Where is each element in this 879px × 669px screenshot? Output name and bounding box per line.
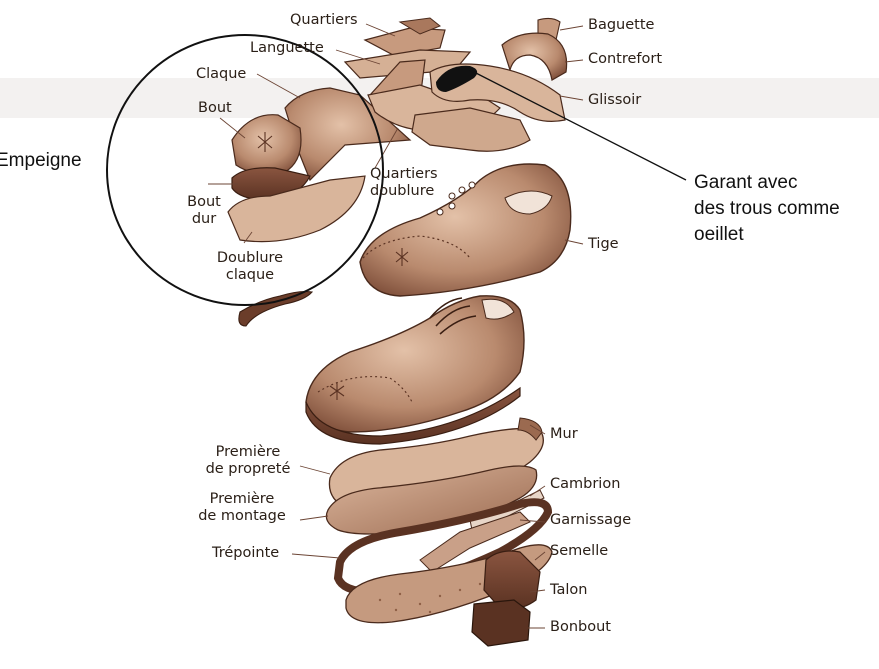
label-mur: Mur — [550, 426, 578, 443]
label-semelle: Semelle — [550, 543, 608, 560]
label-claque: Claque — [196, 66, 246, 83]
label-quartiers-doublure: Quartiers doublure — [370, 166, 438, 200]
label-garnissage: Garnissage — [550, 512, 631, 529]
label-glissoir: Glissoir — [588, 92, 641, 109]
label-talon: Talon — [550, 582, 587, 599]
label-quartiers: Quartiers — [290, 12, 358, 29]
label-premiere-proprete: Première de propreté — [196, 444, 300, 478]
label-bonbout: Bonbout — [550, 619, 611, 636]
label-tige: Tige — [588, 236, 619, 253]
label-bout: Bout — [198, 100, 232, 117]
laces — [239, 292, 312, 327]
label-contrefort: Contrefort — [588, 51, 662, 68]
label-baguette: Baguette — [588, 17, 654, 34]
assembled-shoe — [306, 296, 524, 444]
label-cambrion: Cambrion — [550, 476, 620, 493]
label-trepointe: Trépointe — [212, 545, 279, 562]
label-bout-dur: Bout dur — [186, 194, 222, 228]
label-doublure-claque: Doublure claque — [210, 250, 290, 284]
label-languette: Languette — [250, 40, 324, 57]
annotation-empeigne: Empeigne — [0, 150, 82, 172]
bout-piece — [232, 115, 301, 174]
bonbout-piece — [472, 600, 530, 646]
annotation-garant: Garant avec des trous comme oeillet — [694, 170, 840, 248]
label-premiere-montage: Première de montage — [184, 491, 300, 525]
